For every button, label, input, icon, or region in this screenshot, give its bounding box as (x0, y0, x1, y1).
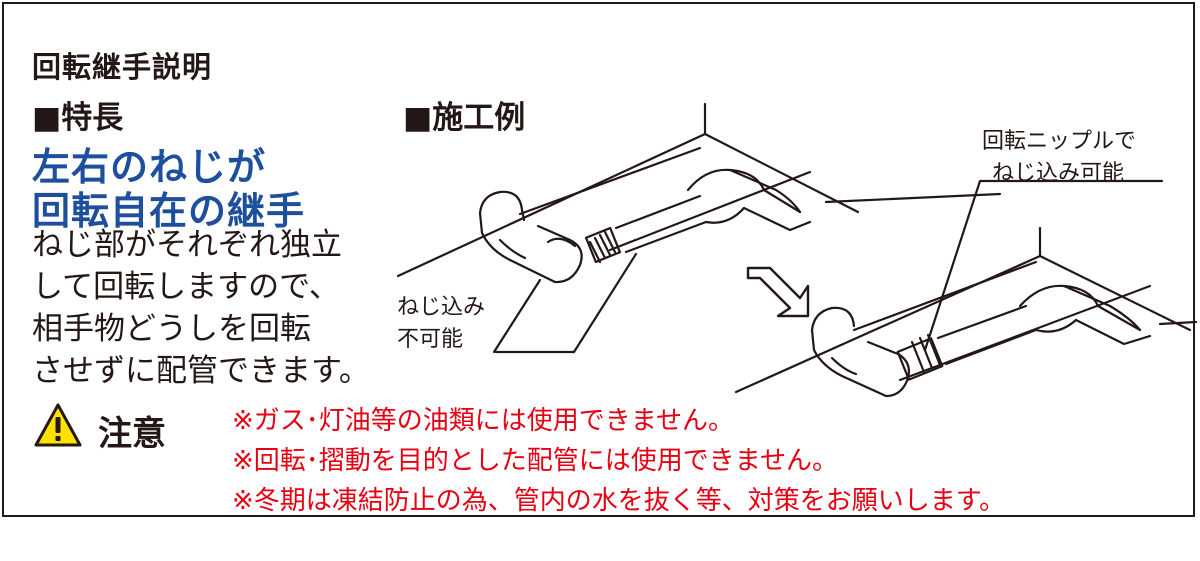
features-description-line-1: ねじ部がそれぞれ独立 (32, 227, 342, 263)
caution-item-3: ※冬期は凍結防止の為、管内の水を抜く等、対策をお願いします。 (232, 486, 1006, 516)
example-heading: ■施工例 (403, 100, 526, 136)
after-wall-lines (734, 226, 1198, 394)
caution-item-1: ※ガス･灯油等の油類には使用できません。 (232, 406, 735, 436)
callout-possible-line-1: 回転ニップルで (982, 129, 1137, 154)
after-pipe-and-nipple (852, 260, 1152, 382)
info-panel-frame (2, 2, 1195, 517)
before-upper-elbow (686, 168, 812, 232)
callout-not-possible-line-2: 不可能 (397, 327, 464, 352)
before-pipe (518, 146, 812, 264)
before-callout-leaders (492, 252, 638, 354)
before-elbow-fitting (478, 190, 583, 284)
after-callout-leaders (923, 179, 1164, 352)
features-headline-line-2: 回転自在の継手 (32, 189, 306, 233)
features-description-line-3: 相手物どうしを回転 (32, 311, 311, 347)
before-wall-lines (396, 102, 1002, 278)
features-headline-line-1: 左右のねじが (32, 145, 267, 189)
features-description-line-4: させずに配管できます。 (32, 353, 370, 389)
after-elbow-fitting (810, 306, 910, 398)
callout-possible-line-2: ねじ込み可能 (992, 161, 1125, 186)
caution-label: 注意 (98, 414, 166, 454)
callout-not-possible-line-1: ねじ込み (397, 295, 486, 320)
features-heading: ■特長 (32, 100, 124, 136)
caution-item-2: ※回転･摺動を目的とした配管には使用できません。 (232, 446, 839, 476)
arrow-down-right-icon (746, 266, 810, 318)
features-description-line-2: して回転しますので、 (32, 269, 340, 305)
warning-triangle-icon (34, 403, 82, 447)
after-upper-elbow (1018, 284, 1152, 346)
panel-title: 回転継手説明 (32, 50, 213, 84)
